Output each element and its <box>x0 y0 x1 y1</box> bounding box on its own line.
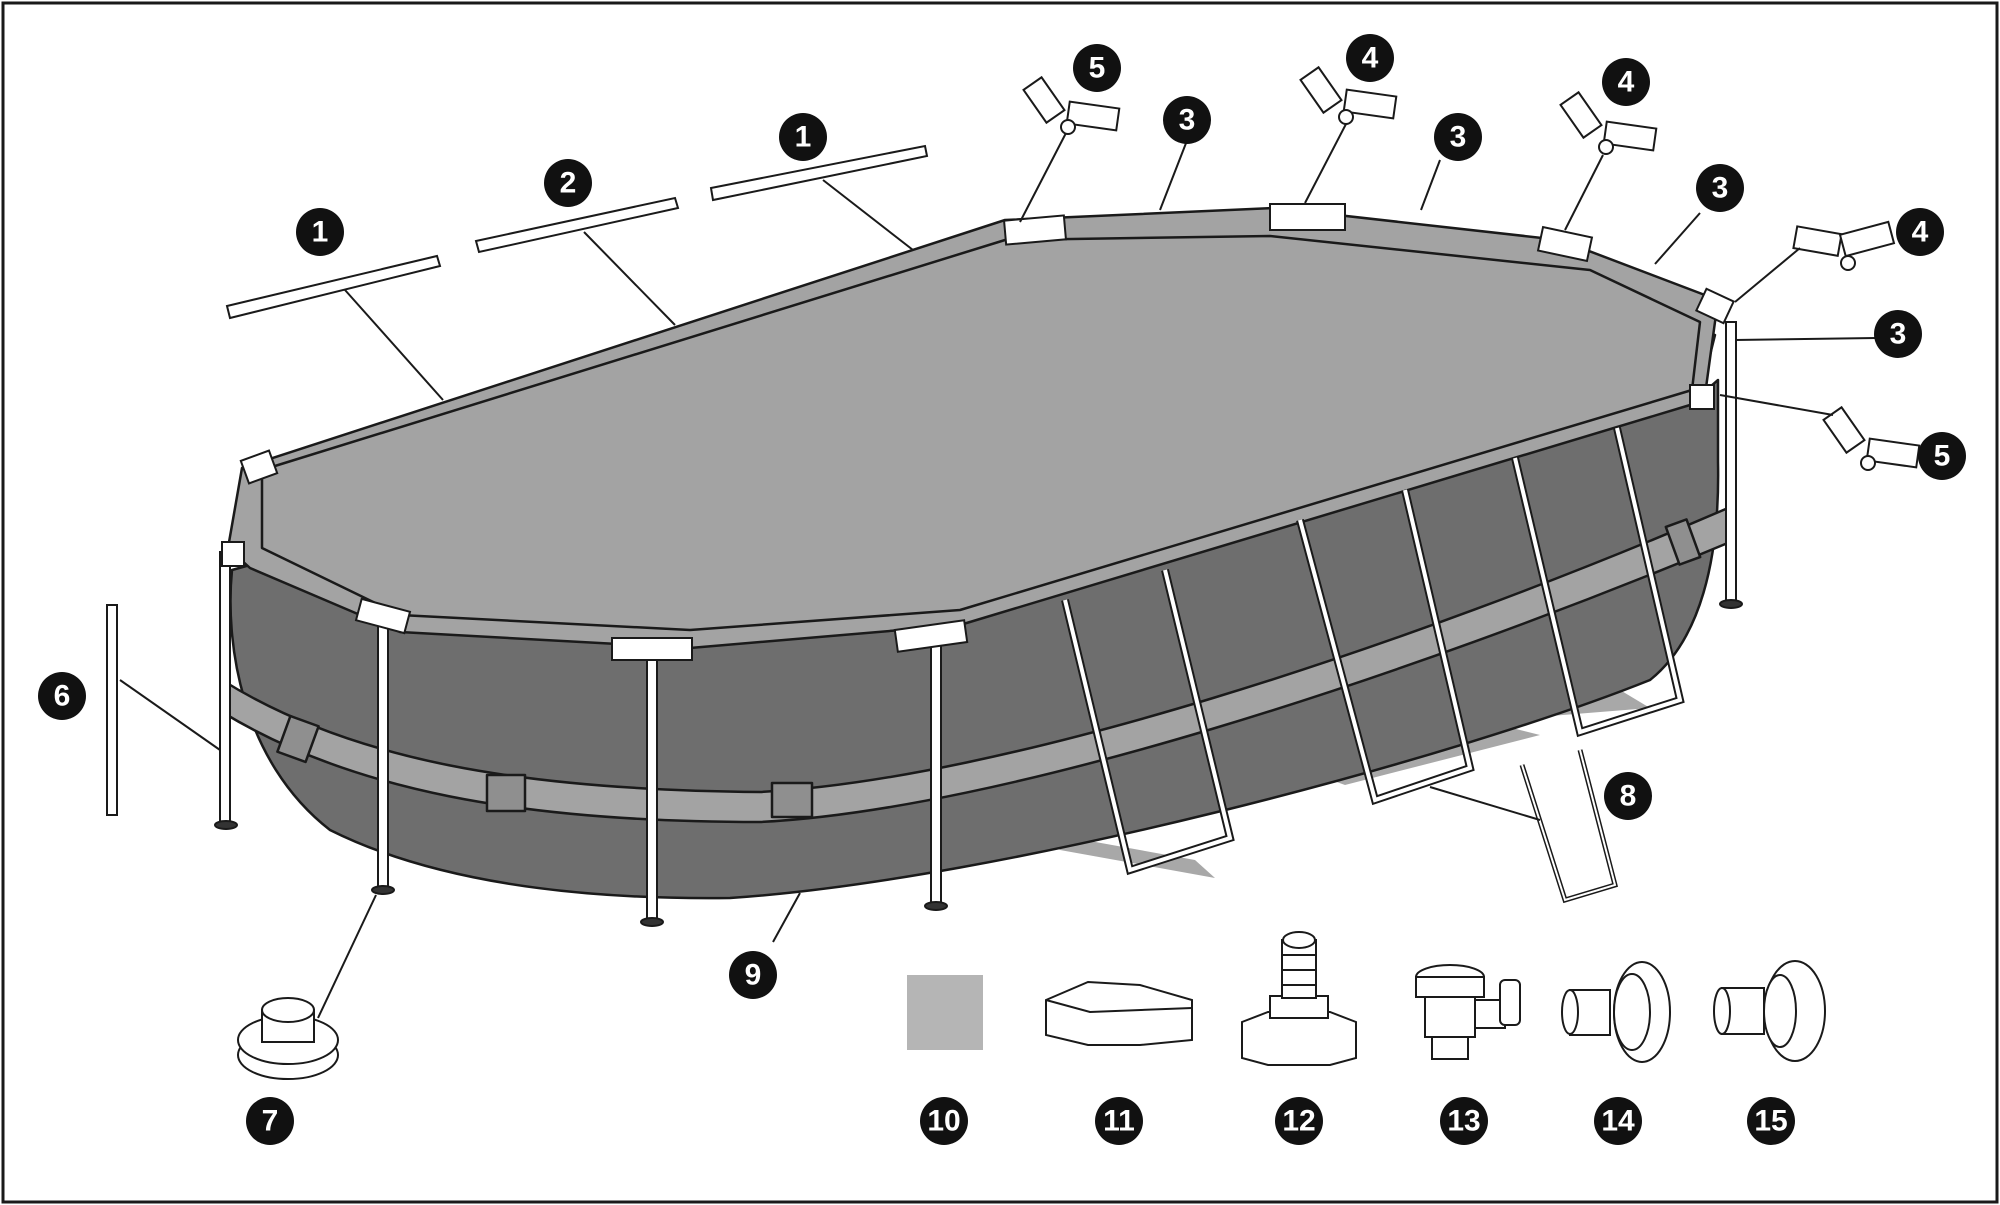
drain-cap-part <box>1045 980 1193 1046</box>
accessory-badge: 15 <box>1747 1097 1795 1145</box>
accessories-row <box>907 931 1826 1066</box>
flow-valve-part <box>1415 964 1521 1060</box>
callout-badge: 5 <box>1918 432 1966 480</box>
joint-part-5-right <box>1822 405 1921 471</box>
callout-badge: 9 <box>729 951 777 999</box>
leg-cap-part <box>237 997 339 1080</box>
svg-text:7: 7 <box>262 1105 279 1138</box>
svg-text:2: 2 <box>560 167 577 200</box>
callout-badge: 3 <box>1434 113 1482 161</box>
callout-badge: 5 <box>1073 44 1121 92</box>
rail-joints <box>221 203 1735 661</box>
loose-parts <box>106 65 1921 1080</box>
drain-connector-part <box>1241 931 1357 1066</box>
pool <box>214 203 1743 927</box>
svg-text:5: 5 <box>1089 52 1106 85</box>
pool-ladders <box>1061 427 1685 876</box>
callout-badge: 4 <box>1346 34 1394 82</box>
joint-part-5-top <box>1022 75 1121 135</box>
svg-text:12: 12 <box>1282 1105 1315 1138</box>
joint-part-4-c <box>1792 220 1896 271</box>
svg-text:1: 1 <box>312 216 329 249</box>
joint-part-4-a <box>1299 65 1398 125</box>
rail-part-1-left <box>225 254 442 320</box>
repair-patch-part <box>907 975 983 1050</box>
svg-text:4: 4 <box>1362 42 1379 75</box>
strap-buckle-4 <box>1664 518 1702 566</box>
strainer-connector-b-part <box>1713 960 1826 1062</box>
svg-text:3: 3 <box>1890 318 1907 351</box>
callout-badge: 3 <box>1163 96 1211 144</box>
callout-badge: 3 <box>1696 164 1744 212</box>
callout-badge: 4 <box>1602 58 1650 106</box>
svg-text:9: 9 <box>745 959 762 992</box>
leg-part <box>106 604 118 816</box>
svg-text:4: 4 <box>1618 66 1635 99</box>
callout-badge: 1 <box>779 113 827 161</box>
strainer-connector-a-part <box>1561 961 1671 1063</box>
svg-text:3: 3 <box>1179 104 1196 137</box>
callout-badge: 8 <box>1604 772 1652 820</box>
svg-text:11: 11 <box>1103 1105 1135 1138</box>
strap-buckle-1 <box>276 714 320 764</box>
callout-badge: 3 <box>1874 310 1922 358</box>
joint-part-4-b <box>1559 90 1658 155</box>
svg-text:4: 4 <box>1912 216 1929 249</box>
pool-legs <box>214 321 1743 927</box>
callout-badge: 7 <box>246 1097 294 1145</box>
callout-badges: 1 2 1 5 3 4 3 4 3 4 3 5 6 7 8 9 10 11 12… <box>38 34 1966 1145</box>
svg-text:6: 6 <box>54 680 71 713</box>
accessory-badge: 11 <box>1095 1097 1143 1145</box>
strap-buckle-2 <box>485 773 527 813</box>
callout-badge: 4 <box>1896 208 1944 256</box>
svg-text:8: 8 <box>1620 780 1637 813</box>
accessory-badge: 14 <box>1594 1097 1642 1145</box>
svg-text:5: 5 <box>1934 440 1951 473</box>
callout-badge: 1 <box>296 208 344 256</box>
svg-text:13: 13 <box>1447 1105 1480 1138</box>
svg-text:3: 3 <box>1712 172 1729 205</box>
svg-text:1: 1 <box>795 121 812 154</box>
accessory-badge: 12 <box>1275 1097 1323 1145</box>
callout-badge: 6 <box>38 672 86 720</box>
svg-text:15: 15 <box>1754 1105 1787 1138</box>
accessory-badge: 10 <box>920 1097 968 1145</box>
leader-lines <box>119 123 1877 1019</box>
svg-text:14: 14 <box>1601 1105 1635 1138</box>
callout-badge: 2 <box>544 159 592 207</box>
svg-text:10: 10 <box>927 1105 960 1138</box>
rail-part-2 <box>474 196 680 254</box>
strap-buckle-3 <box>770 781 814 819</box>
rail-part-1-right <box>709 144 929 202</box>
accessory-badge: 13 <box>1440 1097 1488 1145</box>
svg-text:3: 3 <box>1450 121 1467 154</box>
